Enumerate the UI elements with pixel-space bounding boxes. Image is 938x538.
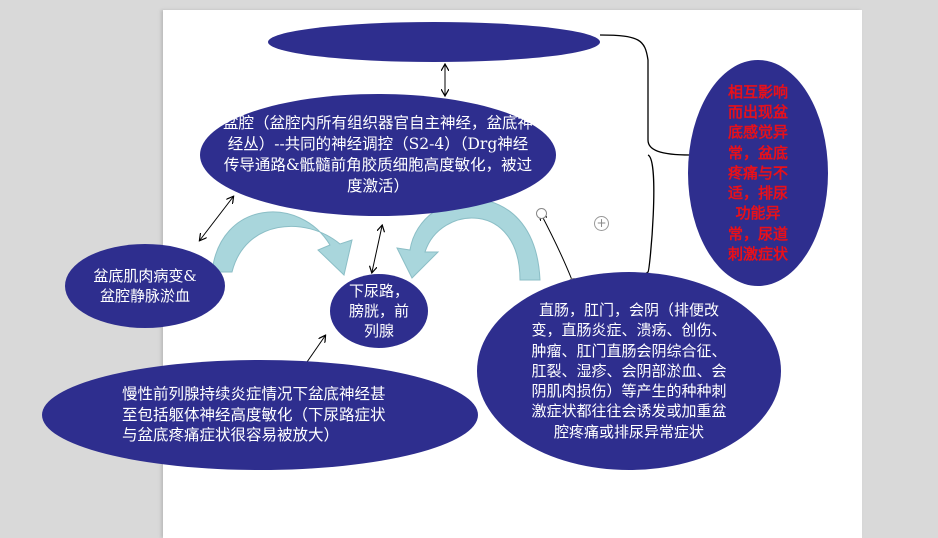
arrow-pelvic-to-muscle xyxy=(200,197,233,240)
arrow-pelvic-to-urinary xyxy=(372,226,382,272)
node-rectum-anus-label: 直肠，肛门，会阴（排便改变，直肠炎症、溃疡、创伤、肿瘤、肛门直肠会阴综合征、肛裂… xyxy=(531,301,727,441)
selection-handle[interactable] xyxy=(536,208,547,219)
node-chronic-prostatitis: 慢性前列腺持续炎症情况下盆底神经甚至包括躯体神经高度敏化（下尿路症状与盆底疼痛症… xyxy=(42,360,478,470)
node-chronic-prostatitis-label: 慢性前列腺持续炎症情况下盆底神经甚至包括躯体神经高度敏化（下尿路症状与盆底疼痛症… xyxy=(122,384,386,445)
node-interaction-result-label: 相互影响而出现盆底感觉异常，盆底疼痛与不适，排尿功能异常，尿道刺激症状 xyxy=(727,82,788,263)
node-pelvic-cavity-label: 盆腔（盆腔内所有组织器官自主神经，盆底神经丛）--共同的神经调控（S2-4）（D… xyxy=(222,114,533,195)
curved-arrow-right xyxy=(396,198,541,281)
arrow-prostatitis-to-urinary xyxy=(306,336,325,363)
arrow-pelvic-to-rectum xyxy=(541,214,573,281)
curved-arrow-left xyxy=(211,211,353,276)
node-pelvic-floor-muscle-label: 盆底肌肉病变&盆腔静脉淤血 xyxy=(93,266,197,305)
bracket-line xyxy=(580,34,691,282)
node-lower-urinary-label: 下尿路，膀胱，前列腺 xyxy=(348,281,409,341)
node-pelvic-cavity: 盆腔（盆腔内所有组织器官自主神经，盆底神经丛）--共同的神经调控（S2-4）（D… xyxy=(200,94,556,216)
node-rectum-anus: 直肠，肛门，会阴（排便改变，直肠炎症、溃疡、创伤、肿瘤、肛门直肠会阴综合征、肛裂… xyxy=(477,272,781,470)
node-interaction-result: 相互影响而出现盆底感觉异常，盆底疼痛与不适，排尿功能异常，尿道刺激症状 xyxy=(688,60,828,286)
plus-circle-icon[interactable]: + xyxy=(594,216,609,231)
node-pelvic-floor-muscle: 盆底肌肉病变&盆腔静脉淤血 xyxy=(65,244,225,328)
node-top xyxy=(268,22,600,62)
node-lower-urinary: 下尿路，膀胱，前列腺 xyxy=(330,274,428,348)
